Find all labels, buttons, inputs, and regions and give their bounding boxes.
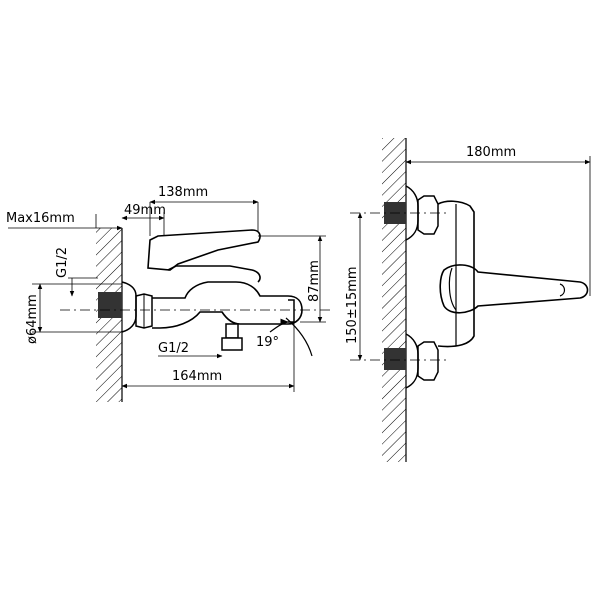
angle-19-label: 19° bbox=[256, 335, 279, 350]
side-view: 138mm 49mm Max16mm 87mm G1/2 ø64mm G1/2 … bbox=[6, 185, 330, 402]
max-16mm-label: Max16mm bbox=[6, 211, 75, 226]
lower-nut bbox=[417, 341, 439, 381]
center-distance-label: 150±15mm bbox=[345, 266, 360, 344]
outlet-connector bbox=[221, 337, 243, 351]
spray-angle-arc bbox=[285, 317, 313, 357]
dim-49mm-label: 49mm bbox=[124, 203, 166, 218]
dim-164mm-label: 164mm bbox=[172, 369, 222, 384]
diverter-knob bbox=[225, 323, 239, 339]
faucet-body-front bbox=[437, 200, 475, 348]
dim-87mm-label: 87mm bbox=[307, 260, 322, 302]
dim-138mm-label: 138mm bbox=[158, 185, 208, 200]
flange-diameter-label: ø64mm bbox=[25, 294, 40, 344]
wall-right bbox=[382, 138, 407, 462]
lower-flange bbox=[405, 333, 419, 389]
inlet-pipe bbox=[98, 292, 122, 318]
lever-handle bbox=[147, 229, 261, 271]
front-view: 180mm 150±15mm bbox=[345, 138, 591, 462]
inlet-g12-label: G1/2 bbox=[55, 247, 70, 278]
faucet-body bbox=[152, 281, 303, 329]
wall-flange bbox=[121, 281, 137, 333]
spout-outlet bbox=[288, 299, 295, 323]
lever-handle-front bbox=[439, 264, 589, 314]
cartridge-cover bbox=[167, 265, 261, 283]
upper-nut bbox=[417, 195, 439, 235]
outlet-g12-label: G1/2 bbox=[158, 341, 189, 356]
lower-inlet-pipe bbox=[384, 348, 406, 370]
dim-180mm-label: 180mm bbox=[466, 145, 516, 160]
